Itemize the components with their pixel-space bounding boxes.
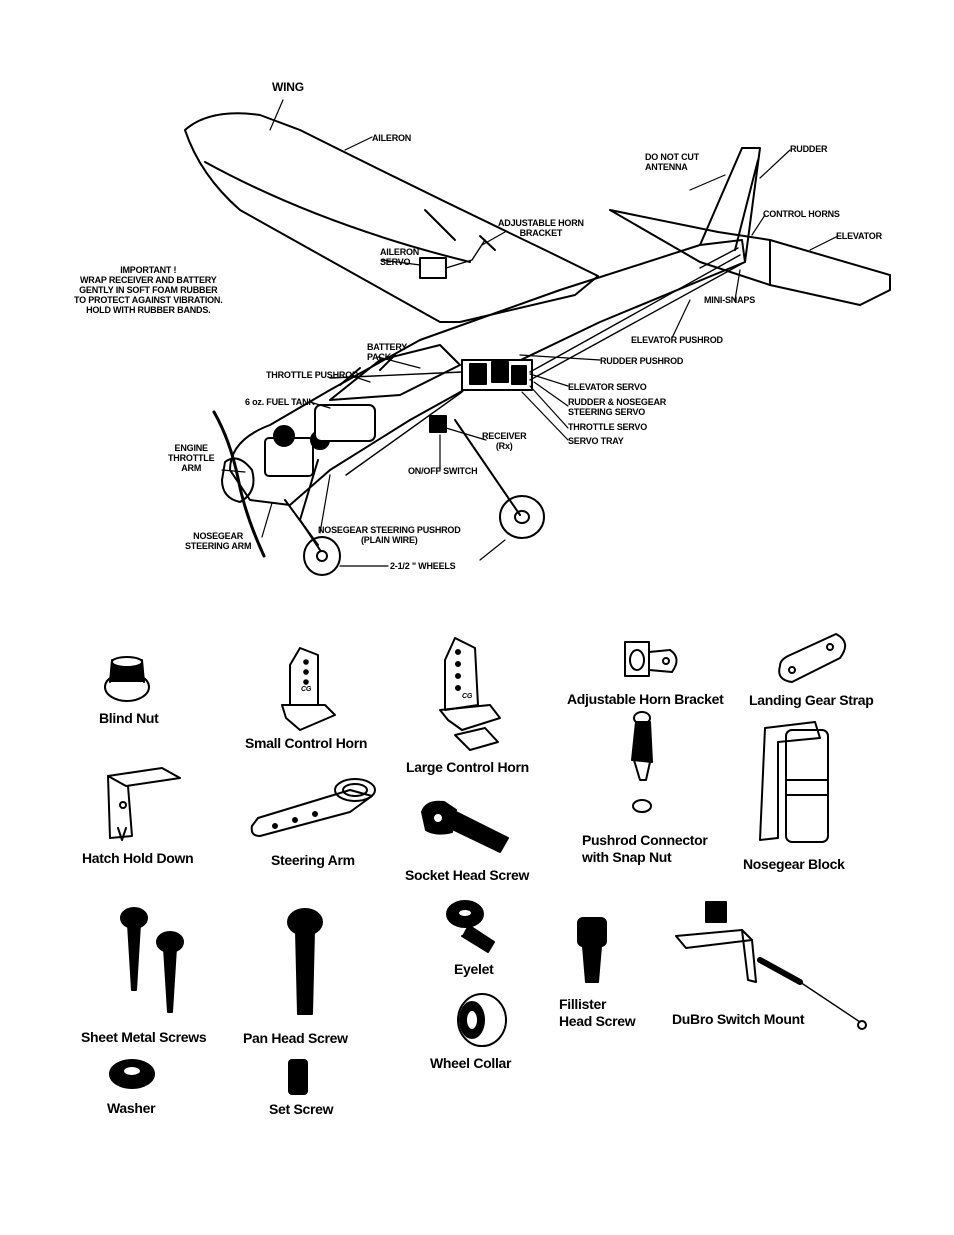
sheet-metal-screws-drawing	[120, 907, 184, 1013]
part-label-adjustable-horn-bracket: Adjustable Horn Bracket	[567, 691, 724, 707]
propeller	[212, 410, 266, 558]
label-do-not-cut-antenna: DO NOT CUT ANTENNA	[645, 152, 699, 172]
label-nosegear-steering-pushrod: NOSEGEAR STEERING PUSHROD (PLAIN WIRE)	[318, 525, 461, 545]
eyelet-drawing	[446, 900, 495, 953]
label-rudder-pushrod: RUDDER PUSHROD	[600, 356, 684, 366]
label-important-note: IMPORTANT ! WRAP RECEIVER AND BATTERY GE…	[74, 265, 223, 315]
pushrods	[329, 254, 746, 476]
pushrod-connector-drawing	[631, 711, 653, 813]
label-rudder: RUDDER	[790, 144, 828, 154]
label-on-off-switch: ON/OFF SWITCH	[408, 466, 478, 476]
label-aileron: AILERON	[372, 133, 412, 143]
airplane-drawing	[184, 99, 891, 576]
label-adjustable-horn-bracket: ADJUSTABLE HORN BRACKET	[498, 218, 584, 238]
label-throttle-servo: THROTTLE SERVO	[568, 422, 648, 432]
label-throttle-pushrod: THROTTLE PUSHROD	[266, 370, 359, 380]
dubro-switch-mount-drawing	[675, 901, 867, 1030]
set-screw-drawing	[288, 1059, 308, 1095]
wheel-collar-drawing	[457, 993, 507, 1047]
nosegear-block-drawing	[759, 721, 829, 843]
part-label-landing-gear-strap: Landing Gear Strap	[749, 692, 874, 708]
part-label-blind-nut: Blind Nut	[99, 710, 159, 726]
label-elevator: ELEVATOR	[836, 231, 882, 241]
label-mini-snaps: MINI-SNAPS	[704, 295, 756, 305]
part-label-wheel-collar: Wheel Collar	[430, 1055, 512, 1071]
part-label-steering-arm: Steering Arm	[271, 852, 355, 868]
fuel-tank	[314, 404, 376, 442]
part-label-dubro-switch-mount: DuBro Switch Mount	[672, 1011, 805, 1027]
fuselage-outline	[229, 239, 746, 506]
label-elevator-pushrod: ELEVATOR PUSHROD	[631, 335, 723, 345]
part-label-set-screw: Set Screw	[269, 1101, 334, 1117]
label-nosegear-steering-arm: NOSEGEAR STEERING ARM	[185, 531, 252, 551]
nose-cone	[221, 457, 255, 503]
small-horn-cg-mark: CG	[301, 686, 312, 693]
adjustable-horn-bracket-drawing	[624, 641, 678, 677]
label-engine-throttle-arm: ENGINE THROTTLE ARM	[168, 443, 215, 473]
part-label-large-control-horn: Large Control Horn	[406, 759, 529, 775]
part-label-small-control-horn: Small Control Horn	[245, 735, 368, 751]
label-battery-pack: BATTERY PACK	[367, 342, 408, 362]
part-label-pan-head-screw: Pan Head Screw	[243, 1030, 348, 1046]
label-control-horns: CONTROL HORNS	[763, 209, 840, 219]
part-label-hatch-hold-down: Hatch Hold Down	[82, 850, 194, 866]
large-horn-cg-mark: CG	[462, 693, 473, 700]
part-label-sheet-metal-screws: Sheet Metal Screws	[81, 1029, 207, 1045]
label-receiver: RECEIVER (Rx)	[482, 431, 527, 451]
large-control-horn-drawing	[439, 637, 501, 751]
part-label-socket-head-screw: Socket Head Screw	[405, 867, 530, 883]
horizontal-stabilizer	[609, 209, 891, 306]
main-wheel	[499, 495, 545, 539]
wing-outline	[184, 112, 599, 323]
label-wheels: 2-1/2 " WHEELS	[390, 561, 456, 571]
label-aileron-servo: AILERON SERVO	[380, 247, 420, 267]
part-label-nosegear-block: Nosegear Block	[743, 856, 845, 872]
steering-arm-drawing	[250, 778, 376, 837]
blind-nut-drawing	[104, 656, 150, 702]
part-label-pushrod-connector: Pushrod Connector with Snap Nut	[582, 832, 708, 865]
socket-head-screw-drawing	[421, 800, 509, 853]
label-elevator-servo: ELEVATOR SERVO	[568, 382, 647, 392]
part-label-eyelet: Eyelet	[454, 961, 494, 977]
part-label-washer: Washer	[107, 1100, 156, 1116]
label-servo-tray: SERVO TRAY	[568, 436, 624, 446]
label-wing: WING	[272, 80, 304, 94]
hatch-hold-down-drawing	[107, 767, 181, 841]
washer-drawing	[109, 1059, 155, 1089]
nose-gear-leg	[284, 499, 319, 546]
nose-wheel	[303, 536, 341, 576]
receiver-box	[429, 415, 447, 433]
landing-gear-strap-drawing	[778, 633, 847, 683]
pan-head-screw-drawing	[287, 908, 323, 1015]
label-rudder-nosegear-servo: RUDDER & NOSEGEAR STEERING SERVO	[568, 397, 667, 417]
small-control-horn-drawing	[281, 647, 336, 731]
fillister-head-screw-drawing	[577, 917, 607, 983]
label-fuel-tank: 6 oz. FUEL TANK	[245, 397, 315, 407]
aileron-line	[204, 161, 471, 263]
part-label-fillister-head-screw: Fillister Head Screw	[559, 996, 636, 1029]
vertical-stabilizer	[699, 147, 761, 263]
